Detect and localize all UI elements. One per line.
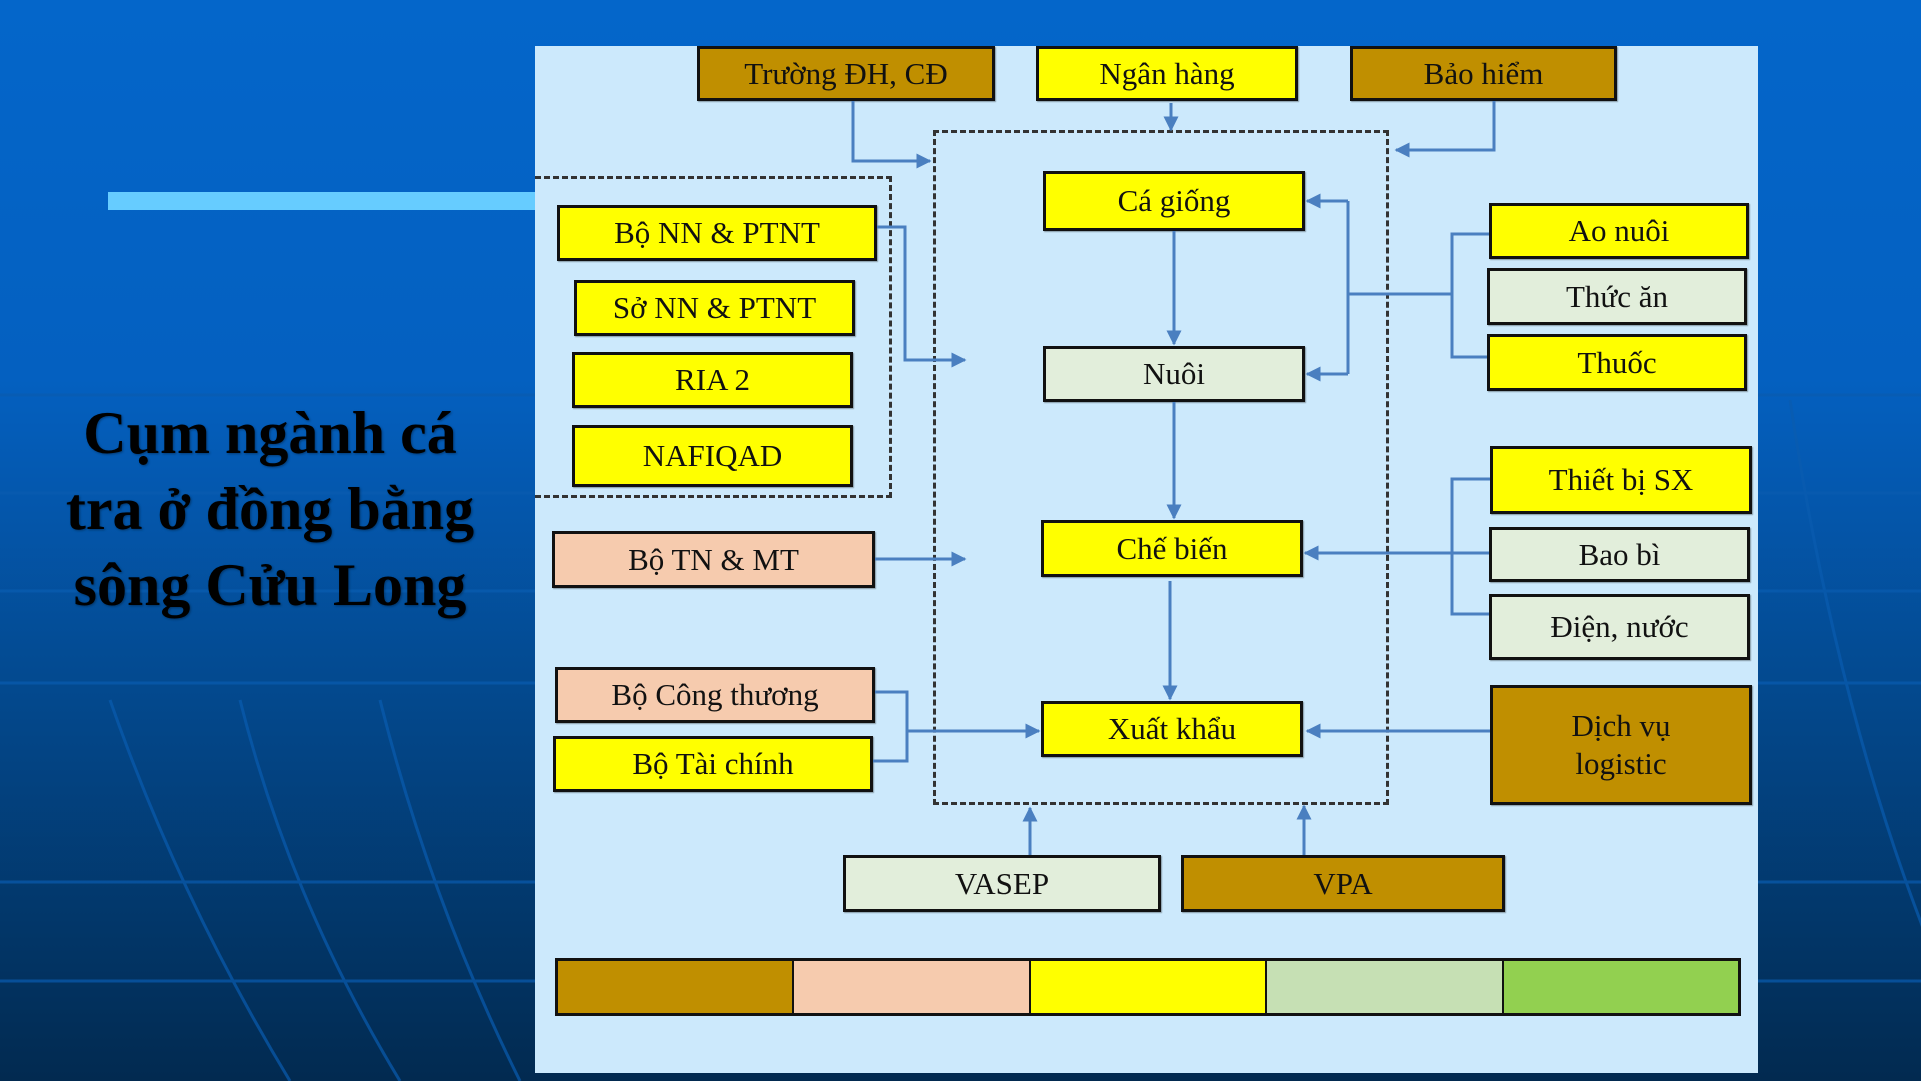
node-label: VPA	[1313, 865, 1372, 903]
node-so-nn-ptnt: Sở NN & PTNT	[574, 280, 855, 336]
node-label: Nuôi	[1143, 355, 1205, 393]
node-bao-hiem: Bảo hiểm	[1350, 46, 1617, 101]
slide-title: Cụm ngành cá tra ở đồng bằng sông Cửu Lo…	[60, 395, 480, 623]
node-label: Xuất khẩu	[1108, 710, 1236, 748]
node-label: Bộ NN & PTNT	[614, 214, 820, 252]
node-label: Trường ĐH, CĐ	[744, 55, 947, 93]
node-label: Thức ăn	[1566, 278, 1668, 316]
node-vpa: VPA	[1181, 855, 1505, 912]
node-xuat-khau: Xuất khẩu	[1041, 701, 1303, 757]
legend-swatch	[794, 961, 1030, 1013]
node-label: Bộ Công thương	[611, 676, 818, 714]
node-dien-nuoc: Điện, nước	[1489, 594, 1750, 660]
node-thuoc: Thuốc	[1487, 334, 1747, 391]
node-label: NAFIQAD	[643, 437, 783, 475]
node-label: Thiết bị SX	[1549, 461, 1694, 499]
accent-bar	[108, 192, 536, 210]
node-ao-nuoi: Ao nuôi	[1489, 203, 1749, 259]
legend-swatch	[1031, 961, 1267, 1013]
node-label: VASEP	[955, 865, 1049, 903]
node-nafiqad: NAFIQAD	[572, 425, 853, 487]
legend-swatch	[1267, 961, 1503, 1013]
node-thiet-bi-sx: Thiết bị SX	[1490, 446, 1752, 514]
node-label: Điện, nước	[1550, 608, 1688, 646]
color-legend	[555, 958, 1741, 1016]
node-label: Ao nuôi	[1569, 212, 1670, 250]
node-label: Bao bì	[1579, 536, 1661, 574]
node-label: Bảo hiểm	[1424, 55, 1544, 93]
node-label: Cá giống	[1118, 182, 1231, 220]
node-bo-tn-mt: Bộ TN & MT	[552, 531, 875, 588]
node-label: Chế biến	[1116, 530, 1227, 568]
node-label: Sở NN & PTNT	[613, 289, 816, 327]
node-truong-dh-cd: Trường ĐH, CĐ	[697, 46, 995, 101]
node-label: Bộ TN & MT	[628, 541, 799, 579]
node-vasep: VASEP	[843, 855, 1161, 912]
node-bo-nn-ptnt: Bộ NN & PTNT	[557, 205, 877, 261]
node-bo-cong-thuong: Bộ Công thương	[555, 667, 875, 723]
node-nuoi: Nuôi	[1043, 346, 1305, 402]
node-ca-giong: Cá giống	[1043, 171, 1305, 231]
node-che-bien: Chế biến	[1041, 520, 1303, 577]
node-label: Thuốc	[1577, 344, 1656, 382]
node-label: Dịch vụ logistic	[1533, 707, 1709, 783]
legend-swatch	[1504, 961, 1738, 1013]
node-ria-2: RIA 2	[572, 352, 853, 408]
node-ngan-hang: Ngân hàng	[1036, 46, 1298, 101]
node-dich-vu-logistic: Dịch vụ logistic	[1490, 685, 1752, 805]
node-bao-bi: Bao bì	[1489, 527, 1750, 582]
legend-swatch	[558, 961, 794, 1013]
node-thuc-an: Thức ăn	[1487, 268, 1747, 325]
node-label: Ngân hàng	[1099, 55, 1234, 93]
node-label: Bộ Tài chính	[632, 745, 793, 783]
node-bo-tai-chinh: Bộ Tài chính	[553, 736, 873, 792]
node-label: RIA 2	[675, 361, 750, 399]
